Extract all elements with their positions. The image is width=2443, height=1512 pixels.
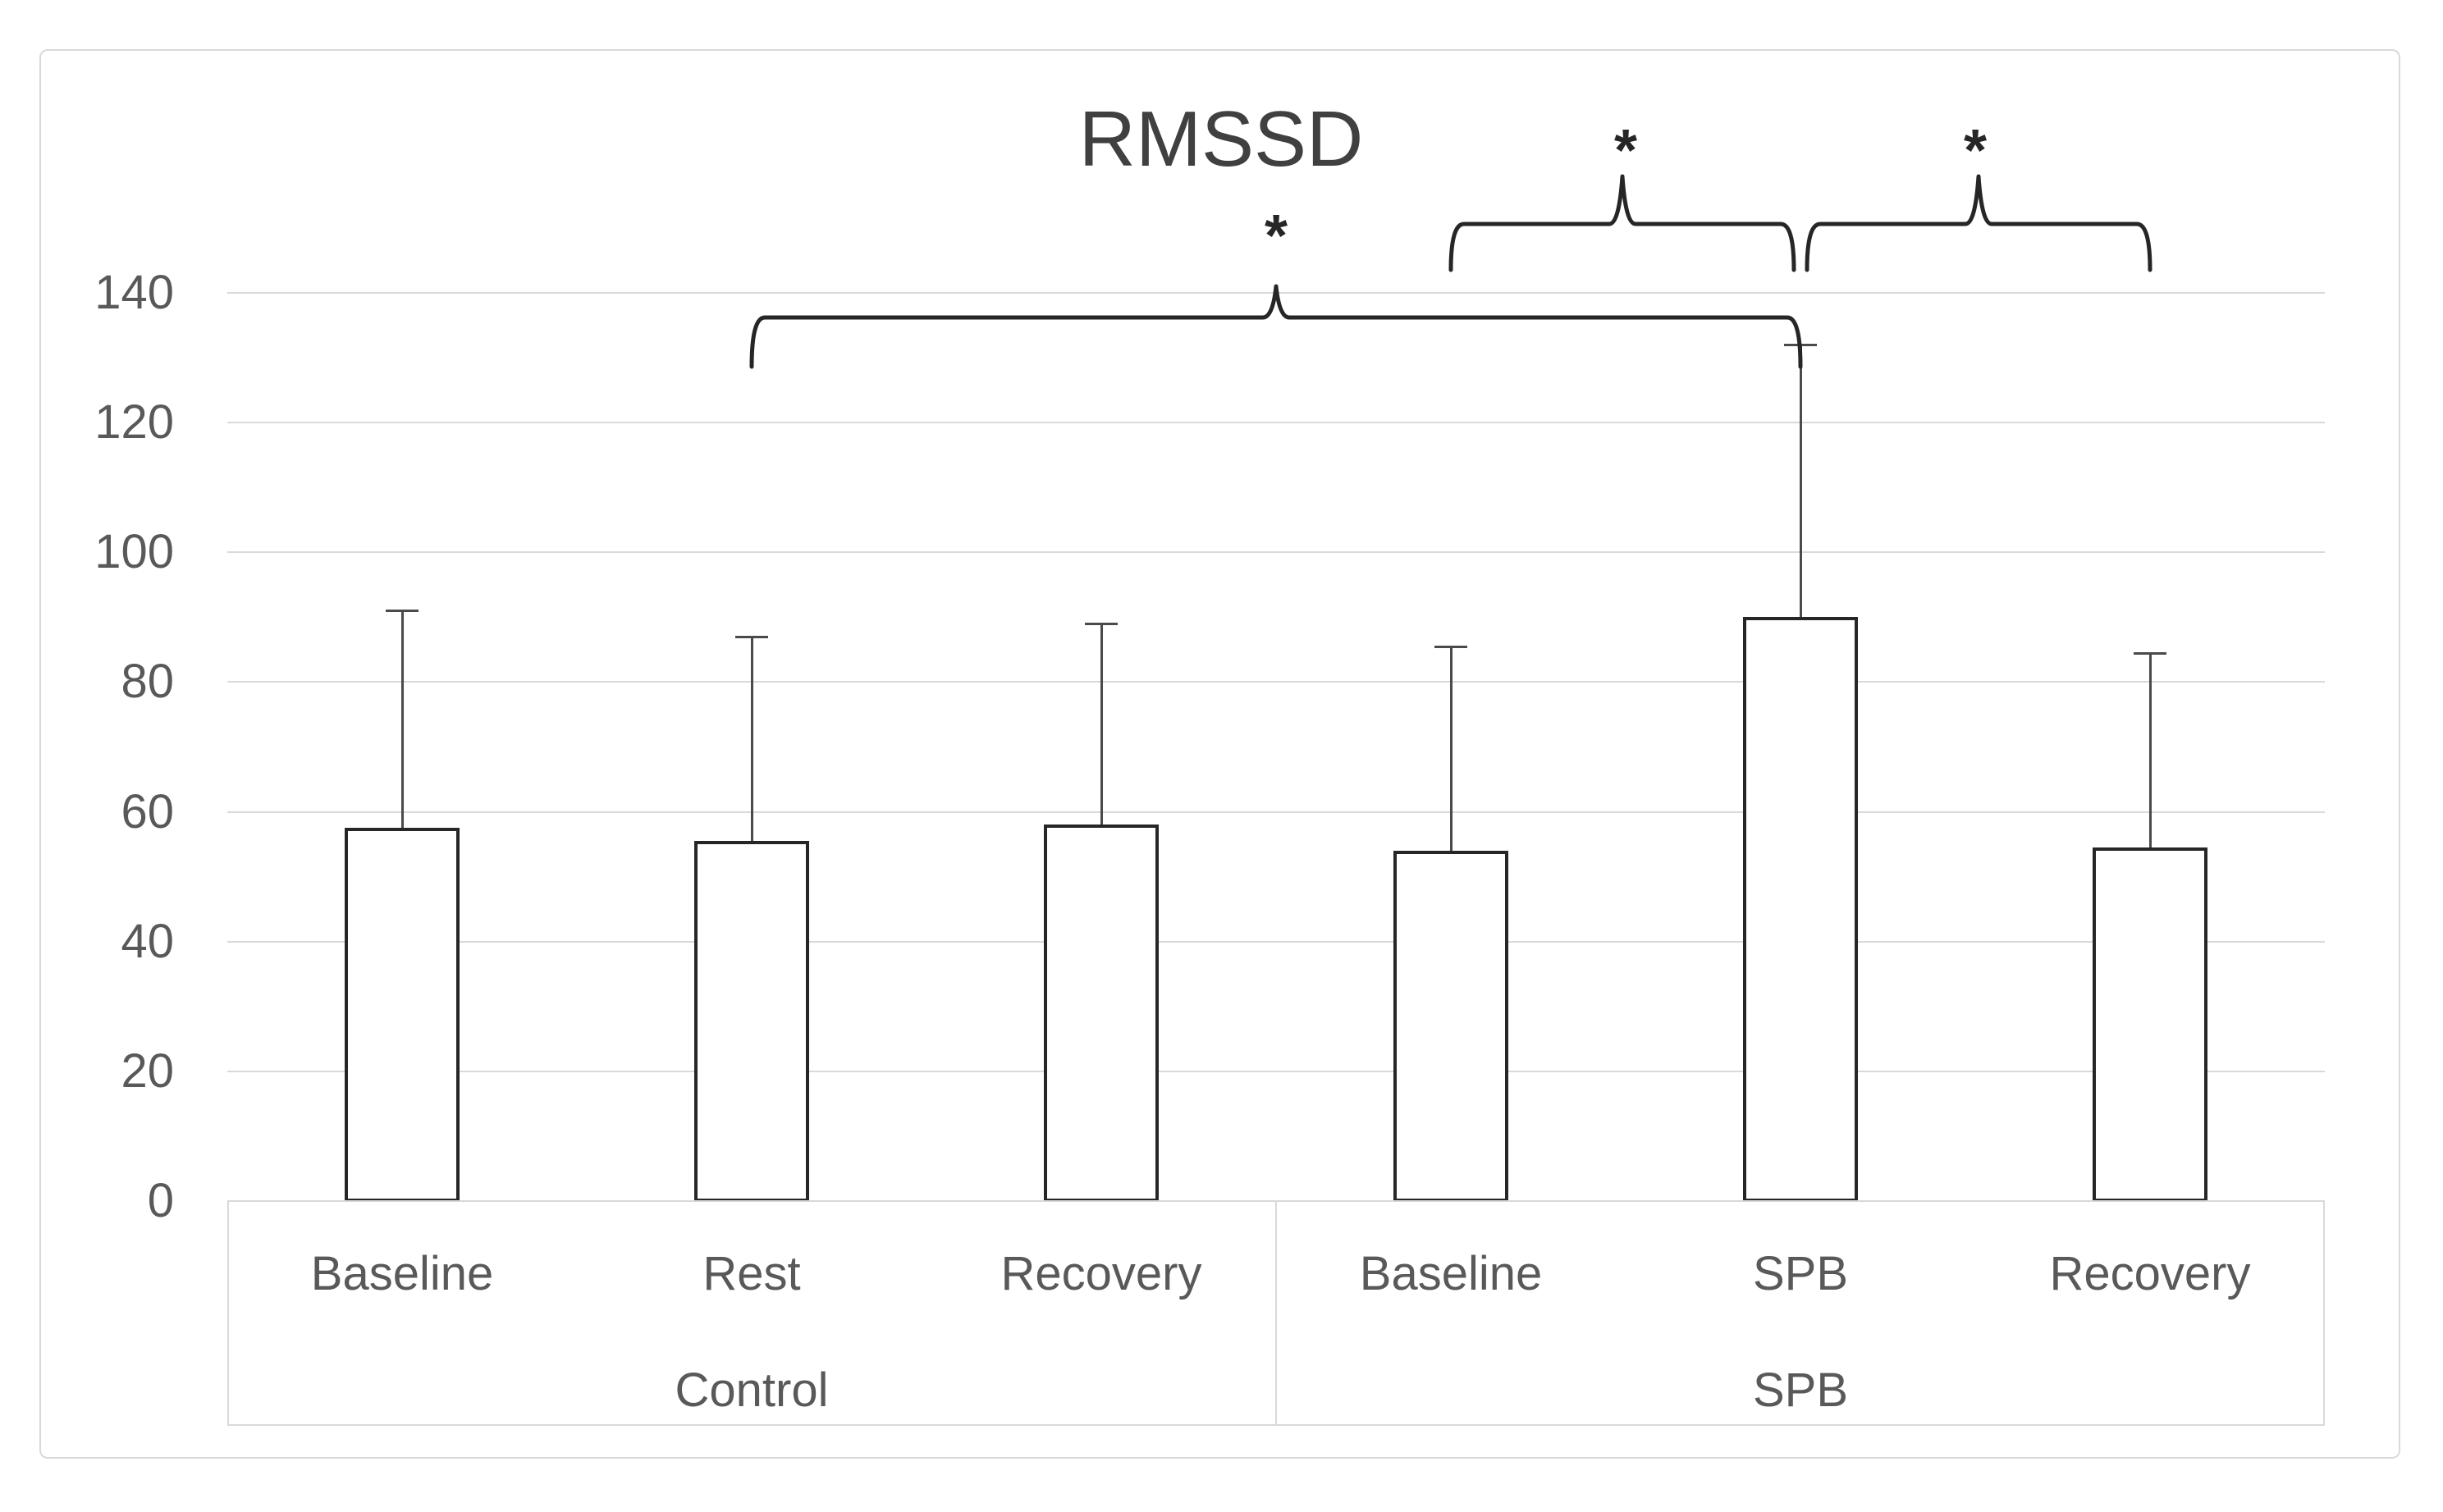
bar-control-recovery xyxy=(1044,825,1159,1202)
bar-spb-recovery xyxy=(2093,847,2207,1202)
error-bar-cap xyxy=(2134,652,2166,655)
gridline-60 xyxy=(227,811,2325,813)
ytick-label-100: 100 xyxy=(94,525,174,578)
ytick-label-60: 60 xyxy=(121,785,174,838)
error-bar-cap xyxy=(735,636,768,638)
group-label-control: Control xyxy=(675,1364,829,1417)
significance-asterisk-spb-vs-recovery: * xyxy=(1963,118,1988,184)
category-label-spb-recovery: Recovery xyxy=(2049,1247,2251,1300)
ytick-label-20: 20 xyxy=(121,1044,174,1098)
ytick-label-0: 0 xyxy=(147,1174,174,1227)
category-label-spb-spb: SPB xyxy=(1752,1247,1849,1300)
bar-control-rest xyxy=(694,841,809,1202)
ytick-label-80: 80 xyxy=(121,655,174,708)
significance-asterisk-rest-vs-spb: * xyxy=(1264,203,1288,269)
error-bar-cap xyxy=(1085,623,1118,625)
group-label-spb: SPB xyxy=(1752,1364,1849,1417)
chart-frame xyxy=(39,49,2400,1459)
error-bar-spb-spb xyxy=(1800,345,1802,617)
gridline-120 xyxy=(227,422,2325,423)
gridline-80 xyxy=(227,681,2325,683)
error-bar-control-rest xyxy=(751,637,753,841)
error-bar-spb-baseline xyxy=(1450,646,1453,851)
gridline-100 xyxy=(227,551,2325,553)
bar-spb-spb xyxy=(1743,617,1858,1202)
gridline-20 xyxy=(227,1071,2325,1072)
category-label-control-baseline: Baseline xyxy=(310,1247,494,1300)
error-bar-spb-recovery xyxy=(2149,653,2152,847)
bar-control-baseline xyxy=(345,828,460,1202)
ytick-label-40: 40 xyxy=(121,915,174,968)
significance-asterisk-baseline-vs-spb: * xyxy=(1613,118,1638,184)
significance-brace-1 xyxy=(1448,174,1796,272)
error-bar-control-recovery xyxy=(1100,624,1103,825)
error-bar-cap xyxy=(386,610,419,612)
significance-brace-2 xyxy=(1805,174,2152,272)
band-right-line xyxy=(2323,1200,2325,1426)
category-label-control-recovery: Recovery xyxy=(1000,1247,1202,1300)
ytick-label-140: 140 xyxy=(94,266,174,319)
chart-title: RMSSD xyxy=(1078,95,1364,183)
category-label-spb-baseline: Baseline xyxy=(1359,1247,1543,1300)
category-label-control-rest: Rest xyxy=(702,1247,801,1300)
ytick-label-120: 120 xyxy=(94,395,174,449)
group-divider-line xyxy=(1275,1200,1277,1426)
significance-brace-0 xyxy=(749,284,1803,369)
error-bar-cap xyxy=(1434,646,1467,648)
gridline-40 xyxy=(227,941,2325,943)
error-bar-control-baseline xyxy=(401,610,404,828)
bar-spb-baseline xyxy=(1393,851,1508,1202)
band-left-line xyxy=(227,1200,229,1426)
